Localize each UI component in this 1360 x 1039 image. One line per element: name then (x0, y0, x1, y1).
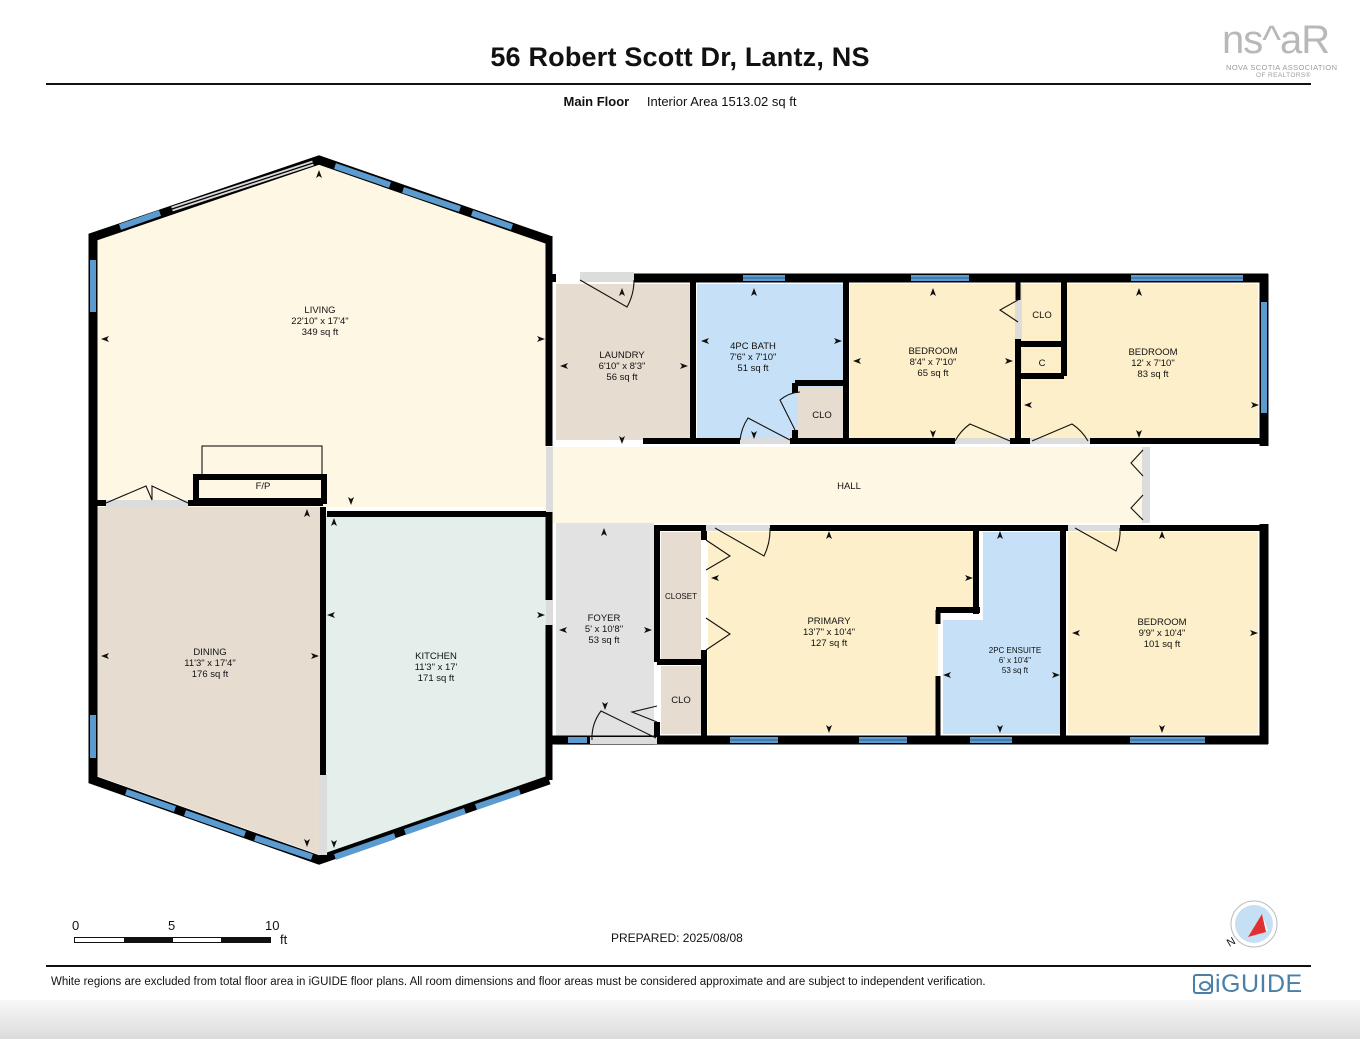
living-area: 349 sq ft (302, 327, 339, 338)
dining-area: 176 sq ft (192, 669, 229, 680)
fireplace-label: F/P (256, 481, 271, 492)
bedroom1-dims: 8'4" x 7'10" (910, 357, 957, 368)
bedroom2-dims: 12' x 7'10" (1131, 358, 1174, 369)
foyer-dims: 5' x 10'8" (585, 624, 623, 635)
closet-label: CLOSET (665, 592, 697, 601)
kitchen-name: KITCHEN (415, 651, 457, 662)
bedroom1-name: BEDROOM (908, 346, 957, 357)
foyer-closet-label: CLO (671, 695, 691, 706)
laundry-room (556, 284, 690, 440)
bath-area: 51 sq ft (737, 363, 769, 374)
prepared-date: PREPARED: 2025/08/08 (611, 931, 743, 945)
dining-room (97, 507, 323, 856)
foyer-name: FOYER (588, 613, 621, 624)
bath-closet (798, 388, 845, 440)
hall (549, 447, 1145, 523)
primary-bedroom (708, 532, 973, 734)
title-divider (46, 83, 1311, 85)
page-title: 56 Robert Scott Dr, Lantz, NS (490, 42, 870, 72)
scale-tick-10: 10 (265, 918, 280, 933)
compass-icon: N (1222, 900, 1282, 950)
kitchen-room (323, 514, 549, 856)
bedroom3-name: BEDROOM (1137, 617, 1186, 628)
bath-name: 4PC BATH (730, 341, 776, 352)
primary-area: 127 sq ft (811, 638, 848, 649)
room-fills (97, 163, 1258, 856)
iguide-icon (1193, 974, 1213, 994)
bath-closet-label: CLO (812, 410, 832, 421)
bedroom-1 (850, 284, 1016, 440)
kitchen-area: 171 sq ft (418, 673, 455, 684)
foyer-closet (661, 666, 701, 734)
scale-bar: 0 5 10 ft (72, 918, 302, 948)
dimension-arrows (101, 170, 1259, 848)
floor-subtitle: Main Floor Interior Area 1513.02 sq ft (0, 94, 1360, 109)
bedroom-c-label: C (1039, 358, 1046, 369)
bedroom1-area: 65 sq ft (917, 368, 949, 379)
dining-name: DINING (193, 647, 226, 658)
sliding-door (171, 160, 314, 212)
living-room (97, 163, 549, 507)
ensuite-name: 2PC ENSUITE (989, 646, 1041, 655)
foyer-area: 53 sq ft (588, 635, 620, 646)
footer-divider (46, 965, 1311, 967)
ensuite-area: 53 sq ft (1002, 666, 1029, 675)
bedroom-3 (1068, 532, 1258, 734)
iguide-logo: iGUIDE (1193, 970, 1303, 998)
bedroom3-area: 101 sq ft (1144, 639, 1181, 650)
logo-line2: OF REALTORS® (1256, 72, 1311, 79)
bedroom2-area: 83 sq ft (1137, 369, 1169, 380)
scale-bar-graphic (74, 937, 271, 943)
ensuite (943, 532, 1060, 734)
iguide-brand: iGUIDE (1215, 969, 1303, 998)
scale-tick-0: 0 (72, 918, 80, 933)
bottom-shade (0, 1000, 1360, 1039)
bedroom2-name: BEDROOM (1128, 347, 1177, 358)
door-swings (105, 279, 1144, 741)
room-labels: LIVING 22'10" x 17'4" 349 sq ft F/P DINI… (184, 305, 1186, 706)
primary-dims: 13'7" x 10'4" (803, 627, 855, 638)
logo-brand: ns^aR (1222, 18, 1330, 62)
ensuite-dims: 6' x 10'4" (999, 656, 1031, 665)
interior-area: Interior Area 1513.02 sq ft (646, 94, 797, 109)
bedroom-closet-label: CLO (1032, 310, 1052, 321)
living-name: LIVING (304, 305, 335, 316)
logo-line1: NOVA SCOTIA ASSOCIATION (1226, 63, 1338, 72)
scale-tick-5: 5 (168, 918, 176, 933)
laundry-name: LAUNDRY (599, 350, 645, 361)
hall-name: HALL (837, 481, 861, 492)
dining-dims: 11'3" x 17'4" (184, 658, 235, 669)
closet (661, 532, 701, 660)
living-dims: 22'10" x 17'4" (291, 316, 348, 327)
laundry-area: 56 sq ft (606, 372, 638, 383)
bath-dims: 7'6" x 7'10" (730, 352, 777, 363)
nsar-logo: ns^aR NOVA SCOTIA ASSOCIATION OF REALTOR… (1218, 18, 1348, 80)
floor-name: Main Floor (563, 94, 630, 109)
kitchen-dims: 11'3" x 17' (415, 662, 458, 673)
door-openings (106, 272, 1150, 855)
disclaimer-text: White regions are excluded from total fl… (51, 976, 986, 988)
laundry-dims: 6'10" x 8'3" (599, 361, 646, 372)
bedroom3-dims: 9'9" x 10'4" (1139, 628, 1186, 639)
scale-unit: ft (280, 932, 288, 947)
primary-name: PRIMARY (807, 616, 851, 627)
